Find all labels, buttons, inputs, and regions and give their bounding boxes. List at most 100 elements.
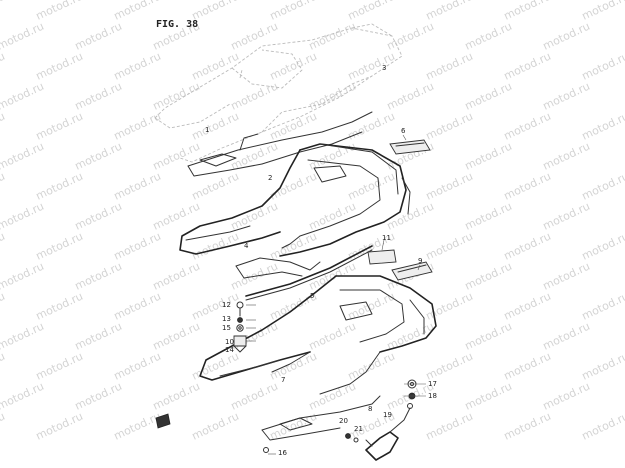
- watermark-text: motod.ru: [268, 170, 319, 203]
- watermark-text: motod.ru: [580, 290, 625, 323]
- watermark-text: motod.ru: [502, 170, 553, 203]
- watermark-text: motod.ru: [0, 50, 7, 83]
- watermark-text: motod.ru: [73, 80, 124, 113]
- watermark-text: motod.ru: [0, 20, 46, 53]
- watermark-text: motod.ru: [307, 80, 358, 113]
- watermark-text: motod.ru: [502, 110, 553, 143]
- watermark-text: motod.ru: [151, 80, 202, 113]
- watermark-text: motod.ru: [190, 290, 241, 323]
- watermark-text: motod.ru: [190, 410, 241, 443]
- leader-lines: [246, 134, 426, 455]
- callout-5: 5: [310, 292, 314, 300]
- watermark-text: motod.ru: [112, 230, 163, 263]
- watermark-text: motod.ru: [73, 320, 124, 353]
- watermark-text: motod.ru: [580, 110, 625, 143]
- watermark-text: motod.ru: [424, 50, 475, 83]
- watermark-text: motod.ru: [580, 410, 625, 443]
- watermark-text: motod.ru: [34, 50, 85, 83]
- watermark-text: motod.ru: [424, 0, 475, 23]
- watermark-text: motod.ru: [0, 290, 7, 323]
- callout-2: 2: [268, 174, 272, 182]
- watermark-text: motod.ru: [151, 380, 202, 413]
- callout-11: 11: [382, 234, 391, 242]
- callout-9: 9: [418, 257, 422, 265]
- watermark-text: motod.ru: [541, 380, 592, 413]
- watermark-text: motod.ru: [34, 350, 85, 383]
- watermark-text: motod.ru: [580, 230, 625, 263]
- trim-strip: [245, 245, 373, 301]
- seat-tail-cover-lower: [199, 275, 437, 441]
- watermark-text: motod.ru: [463, 320, 514, 353]
- watermark-text: motod.ru: [346, 0, 397, 23]
- watermark-text: motod.ru: [463, 260, 514, 293]
- callout-16: 16: [278, 449, 287, 457]
- latch-assembly: [365, 403, 413, 461]
- watermark-text: motod.ru: [502, 290, 553, 323]
- watermark-text: motod.ru: [34, 170, 85, 203]
- watermark-text: motod.ru: [0, 80, 46, 113]
- watermark-text: motod.ru: [229, 80, 280, 113]
- watermark-text: motod.ru: [151, 140, 202, 173]
- watermark-text: motod.ru: [541, 80, 592, 113]
- figure-title: FIG. 38: [156, 19, 198, 30]
- callout-21: 21: [354, 425, 363, 433]
- watermark-text: motod.ru: [307, 200, 358, 233]
- emblem-9: [391, 261, 433, 281]
- watermark-text: motod.ru: [424, 410, 475, 443]
- watermark-text: motod.ru: [424, 230, 475, 263]
- watermark-text: motod.ru: [0, 140, 46, 173]
- watermark-text: motod.ru: [424, 290, 475, 323]
- watermark-text: motod.ru: [580, 0, 625, 23]
- watermark-text: motod.ru: [73, 260, 124, 293]
- watermark-text: motod.ru: [112, 110, 163, 143]
- watermark-text: motod.ru: [112, 170, 163, 203]
- watermark-text: motod.ru: [73, 200, 124, 233]
- watermark-text: motod.ru: [190, 110, 241, 143]
- callout-19: 19: [383, 411, 392, 419]
- callout-20: 20: [339, 417, 348, 425]
- watermark-text: motod.ru: [151, 200, 202, 233]
- watermark-text: motod.ru: [346, 50, 397, 83]
- watermark-text: motod.ru: [541, 260, 592, 293]
- watermark-text: motod.ru: [268, 350, 319, 383]
- watermark-text: motod.ru: [0, 170, 7, 203]
- watermark-text: motod.ru: [463, 140, 514, 173]
- watermark-text: motod.ru: [229, 140, 280, 173]
- watermark-text: motod.ru: [0, 110, 7, 143]
- watermark-text: motod.ru: [580, 50, 625, 83]
- watermark-text: motod.ru: [0, 200, 46, 233]
- watermark-text: motod.ru: [112, 350, 163, 383]
- watermark-text: motod.ru: [34, 290, 85, 323]
- watermark-text: motod.ru: [151, 320, 202, 353]
- watermark-text: motod.ru: [502, 230, 553, 263]
- watermark-text: motod.ru: [346, 290, 397, 323]
- washer-16: [263, 447, 269, 453]
- watermark-text: motod.ru: [463, 200, 514, 233]
- watermark-text: motod.ru: [73, 20, 124, 53]
- watermark-text: motod.ru: [34, 410, 85, 443]
- watermark-text: motod.ru: [463, 80, 514, 113]
- callout-8: 8: [368, 405, 372, 413]
- watermark-text: motod.ru: [0, 350, 7, 383]
- watermark-text: motod.ru: [502, 350, 553, 383]
- pad-11: [367, 249, 397, 265]
- callout-1: 1: [205, 126, 209, 134]
- watermark-text: motod.ru: [34, 0, 85, 23]
- clip-part: [155, 413, 171, 429]
- watermark-text: motod.ru: [502, 410, 553, 443]
- watermark-text: motod.ru: [385, 80, 436, 113]
- callout-4: 4: [244, 242, 249, 250]
- watermark-text: motod.ru: [268, 230, 319, 263]
- watermark-text: motod.ru: [0, 320, 46, 353]
- tail-bracket: [187, 111, 373, 177]
- watermark-text: motod.ru: [34, 230, 85, 263]
- watermark-text: motod.ru: [0, 260, 46, 293]
- callout-3: 3: [382, 64, 386, 72]
- watermark-text: motod.ru: [424, 170, 475, 203]
- screws-20-21: [345, 433, 359, 443]
- callout-17: 17: [428, 380, 437, 388]
- watermark-text: motod.ru: [307, 20, 358, 53]
- watermark-text: motod.ru: [112, 50, 163, 83]
